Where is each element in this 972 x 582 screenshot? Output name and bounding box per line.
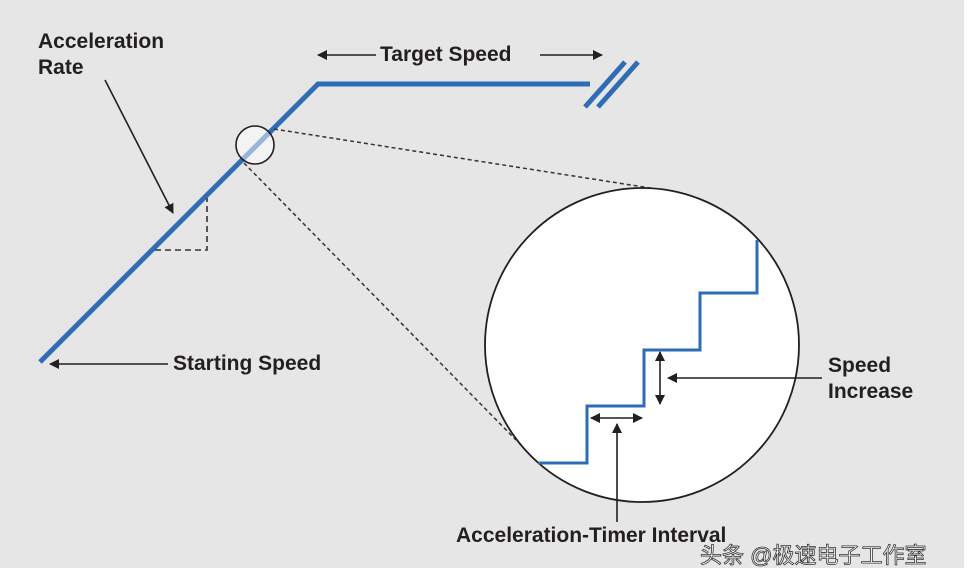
break-marks — [583, 60, 640, 109]
zoom-circle — [484, 187, 800, 503]
label-line: Speed — [828, 354, 892, 377]
label-line: Acceleration — [38, 30, 165, 53]
speed-profile-line — [38, 81, 590, 364]
rate-triangle — [155, 198, 208, 251]
zoom-guide-top — [273, 128, 651, 189]
zoom-source-circle — [235, 125, 275, 165]
acceleration-rate-pointer — [104, 79, 174, 214]
label-line: Increase — [828, 380, 914, 403]
label-line: Rate — [38, 56, 84, 79]
watermark: 头条 @极速电子工作室 — [700, 543, 927, 569]
timer-interval-label: Acceleration-Timer Interval — [456, 524, 727, 547]
background — [0, 0, 964, 568]
starting-speed-label: Starting Speed — [173, 352, 322, 375]
step-profile — [538, 240, 759, 465]
target-speed-label: Target Speed — [380, 43, 512, 66]
zoom-guide-bottom — [243, 162, 517, 441]
